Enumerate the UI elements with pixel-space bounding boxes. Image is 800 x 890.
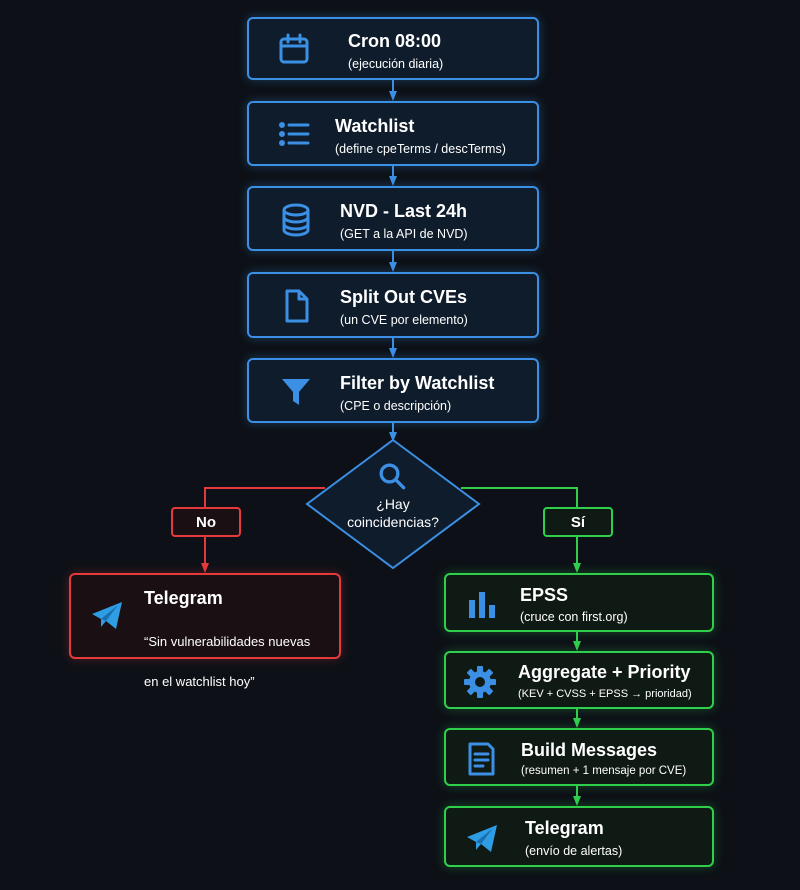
node-epss[interactable]: EPSS (cruce con first.org) — [444, 573, 714, 632]
node-title: Telegram — [144, 588, 223, 608]
message-line-2: en el watchlist hoy” — [144, 674, 255, 689]
node-subtitle: (define cpeTerms / descTerms) — [335, 142, 506, 156]
message-line-1: “Sin vulnerabilidades nuevas — [144, 634, 311, 649]
node-filter[interactable]: Filter by Watchlist (CPE o descripción) — [247, 358, 539, 423]
branch-no-label: No — [171, 507, 241, 537]
node-title: Build Messages — [521, 740, 658, 760]
decision-line-2: coincidencias? — [347, 514, 439, 530]
node-aggregate[interactable]: Aggregate + Priority (KEV + CVSS + EPSS … — [444, 651, 714, 709]
node-title: EPSS — [520, 585, 569, 605]
node-subtitle: (KEV + CVSS + EPSS → prioridad) — [518, 688, 692, 700]
node-watchlist[interactable]: Watchlist (define cpeTerms / descTerms) — [247, 101, 539, 166]
node-split[interactable]: Split Out CVEs (un CVE por elemento) — [247, 272, 539, 338]
telegram-icon — [464, 820, 500, 856]
node-message: “Sin vulnerabilidades nuevas en el watch… — [144, 612, 310, 712]
node-subtitle: (ejecución diaria) — [348, 57, 444, 71]
connector-no — [204, 487, 325, 507]
filter-icon — [278, 374, 314, 410]
telegram-icon — [89, 597, 125, 633]
bar-chart-icon — [464, 586, 500, 622]
node-build[interactable]: Build Messages (resumen + 1 mensaje por … — [444, 728, 714, 786]
node-title: Cron 08:00 — [348, 31, 442, 51]
node-subtitle: (envío de alertas) — [525, 844, 623, 858]
node-title: NVD - Last 24h — [340, 201, 468, 221]
decision-label: ¿Hay coincidencias? — [323, 495, 463, 531]
connector-yes — [461, 487, 578, 507]
node-subtitle: (GET a la API de NVD) — [340, 227, 468, 241]
node-title: Aggregate + Priority — [518, 662, 691, 682]
node-subtitle: (CPE o descripción) — [340, 399, 452, 413]
node-subtitle: (un CVE por elemento) — [340, 313, 468, 327]
decision-diamond — [305, 438, 481, 570]
database-icon — [278, 202, 314, 238]
node-subtitle: (cruce con first.org) — [520, 610, 628, 624]
node-title: Filter by Watchlist — [340, 373, 495, 393]
node-cron[interactable]: Cron 08:00 (ejecución diaria) — [247, 17, 539, 80]
document-icon — [463, 741, 499, 777]
branch-yes-label: Sí — [543, 507, 613, 537]
node-nvd[interactable]: NVD - Last 24h (GET a la API de NVD) — [247, 186, 539, 251]
node-title: Telegram — [525, 818, 604, 838]
node-subtitle: (resumen + 1 mensaje por CVE) — [521, 765, 687, 777]
decision-line-1: ¿Hay — [376, 496, 410, 512]
node-title: Split Out CVEs — [340, 287, 468, 307]
file-icon — [278, 288, 314, 324]
node-telegram-no[interactable]: Telegram “Sin vulnerabilidades nuevas en… — [69, 573, 341, 689]
list-icon — [276, 116, 312, 152]
node-title: Watchlist — [335, 116, 415, 136]
calendar-icon — [276, 31, 312, 67]
search-icon — [377, 461, 407, 491]
gear-icon — [462, 664, 498, 700]
node-telegram-yes[interactable]: Telegram (envío de alertas) — [444, 806, 714, 867]
